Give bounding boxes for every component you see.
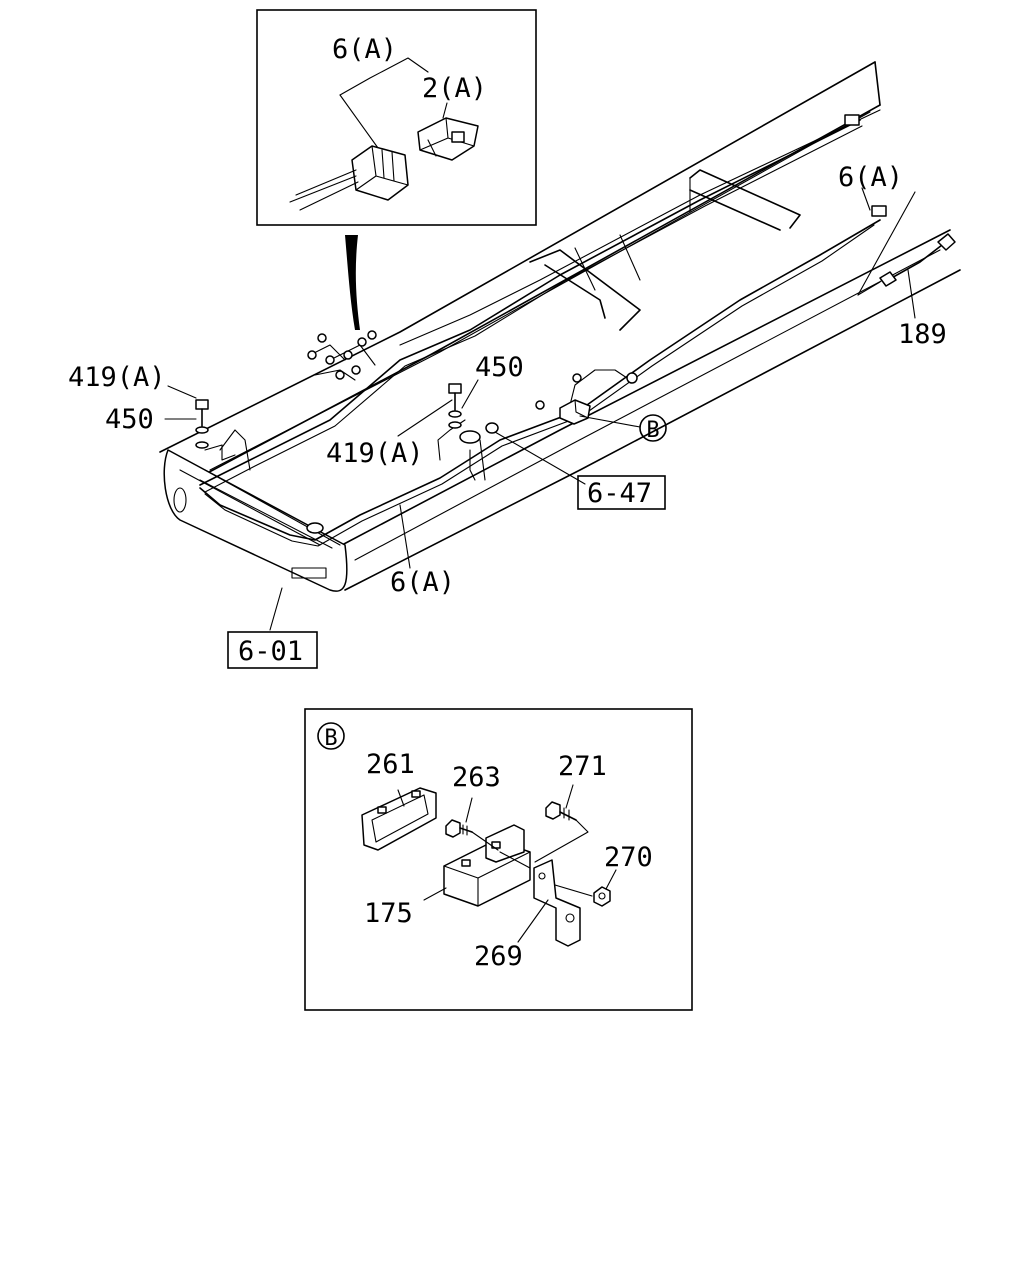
washer-left-lower	[195, 441, 209, 449]
washer-450-mid	[448, 410, 462, 418]
leader-lines	[164, 187, 916, 631]
bracket-269	[517, 859, 581, 947]
label-261: 261	[366, 749, 415, 780]
label-271: 271	[558, 751, 607, 782]
lens-cover-261	[361, 787, 437, 851]
label-left-450: 450	[105, 404, 154, 435]
ref-box-6-47: 6-47	[577, 475, 666, 510]
label-189: 189	[898, 319, 947, 350]
bolt-419a-left	[195, 399, 209, 427]
ref-box-6-01: 6-01	[227, 631, 318, 669]
sensor-unit-part	[559, 399, 591, 425]
screw-263	[445, 797, 473, 838]
label-mid-450: 450	[475, 352, 524, 383]
detail-b-marker: B	[324, 726, 337, 751]
harness-189-part	[857, 191, 956, 296]
label-left-419a: 419(A)	[68, 362, 166, 393]
bolt-271	[534, 784, 589, 863]
ref-6-47: 6-47	[587, 478, 652, 509]
label-270: 270	[604, 842, 653, 873]
label-269: 269	[474, 941, 523, 972]
callout-b-letter: B	[646, 418, 659, 443]
label-right-6a: 6(A)	[838, 162, 903, 193]
lamp-body-175	[423, 824, 531, 907]
washer-mid-lower	[448, 421, 462, 429]
label-mid-419a: 419(A)	[326, 438, 424, 469]
washer-450-left	[195, 426, 209, 434]
label-263: 263	[452, 762, 501, 793]
detail-b-inset: B 261 263 271 270 175 269	[304, 708, 693, 1011]
label-inset-2a: 2(A)	[422, 73, 487, 104]
label-bottom-6a: 6(A)	[390, 567, 455, 598]
label-175: 175	[364, 898, 413, 929]
socket-connector-part	[417, 117, 479, 161]
callout-b: B	[639, 414, 667, 443]
plug-connector-part	[289, 145, 409, 211]
connector-inset: 6(A) 2(A)	[256, 9, 537, 226]
label-inset-6a: 6(A)	[332, 34, 397, 65]
nut-270	[554, 869, 617, 907]
wiring-harness	[199, 114, 887, 547]
inset-pointer	[345, 235, 360, 330]
bolt-419a-mid	[448, 383, 462, 411]
ref-6-01: 6-01	[238, 636, 303, 667]
